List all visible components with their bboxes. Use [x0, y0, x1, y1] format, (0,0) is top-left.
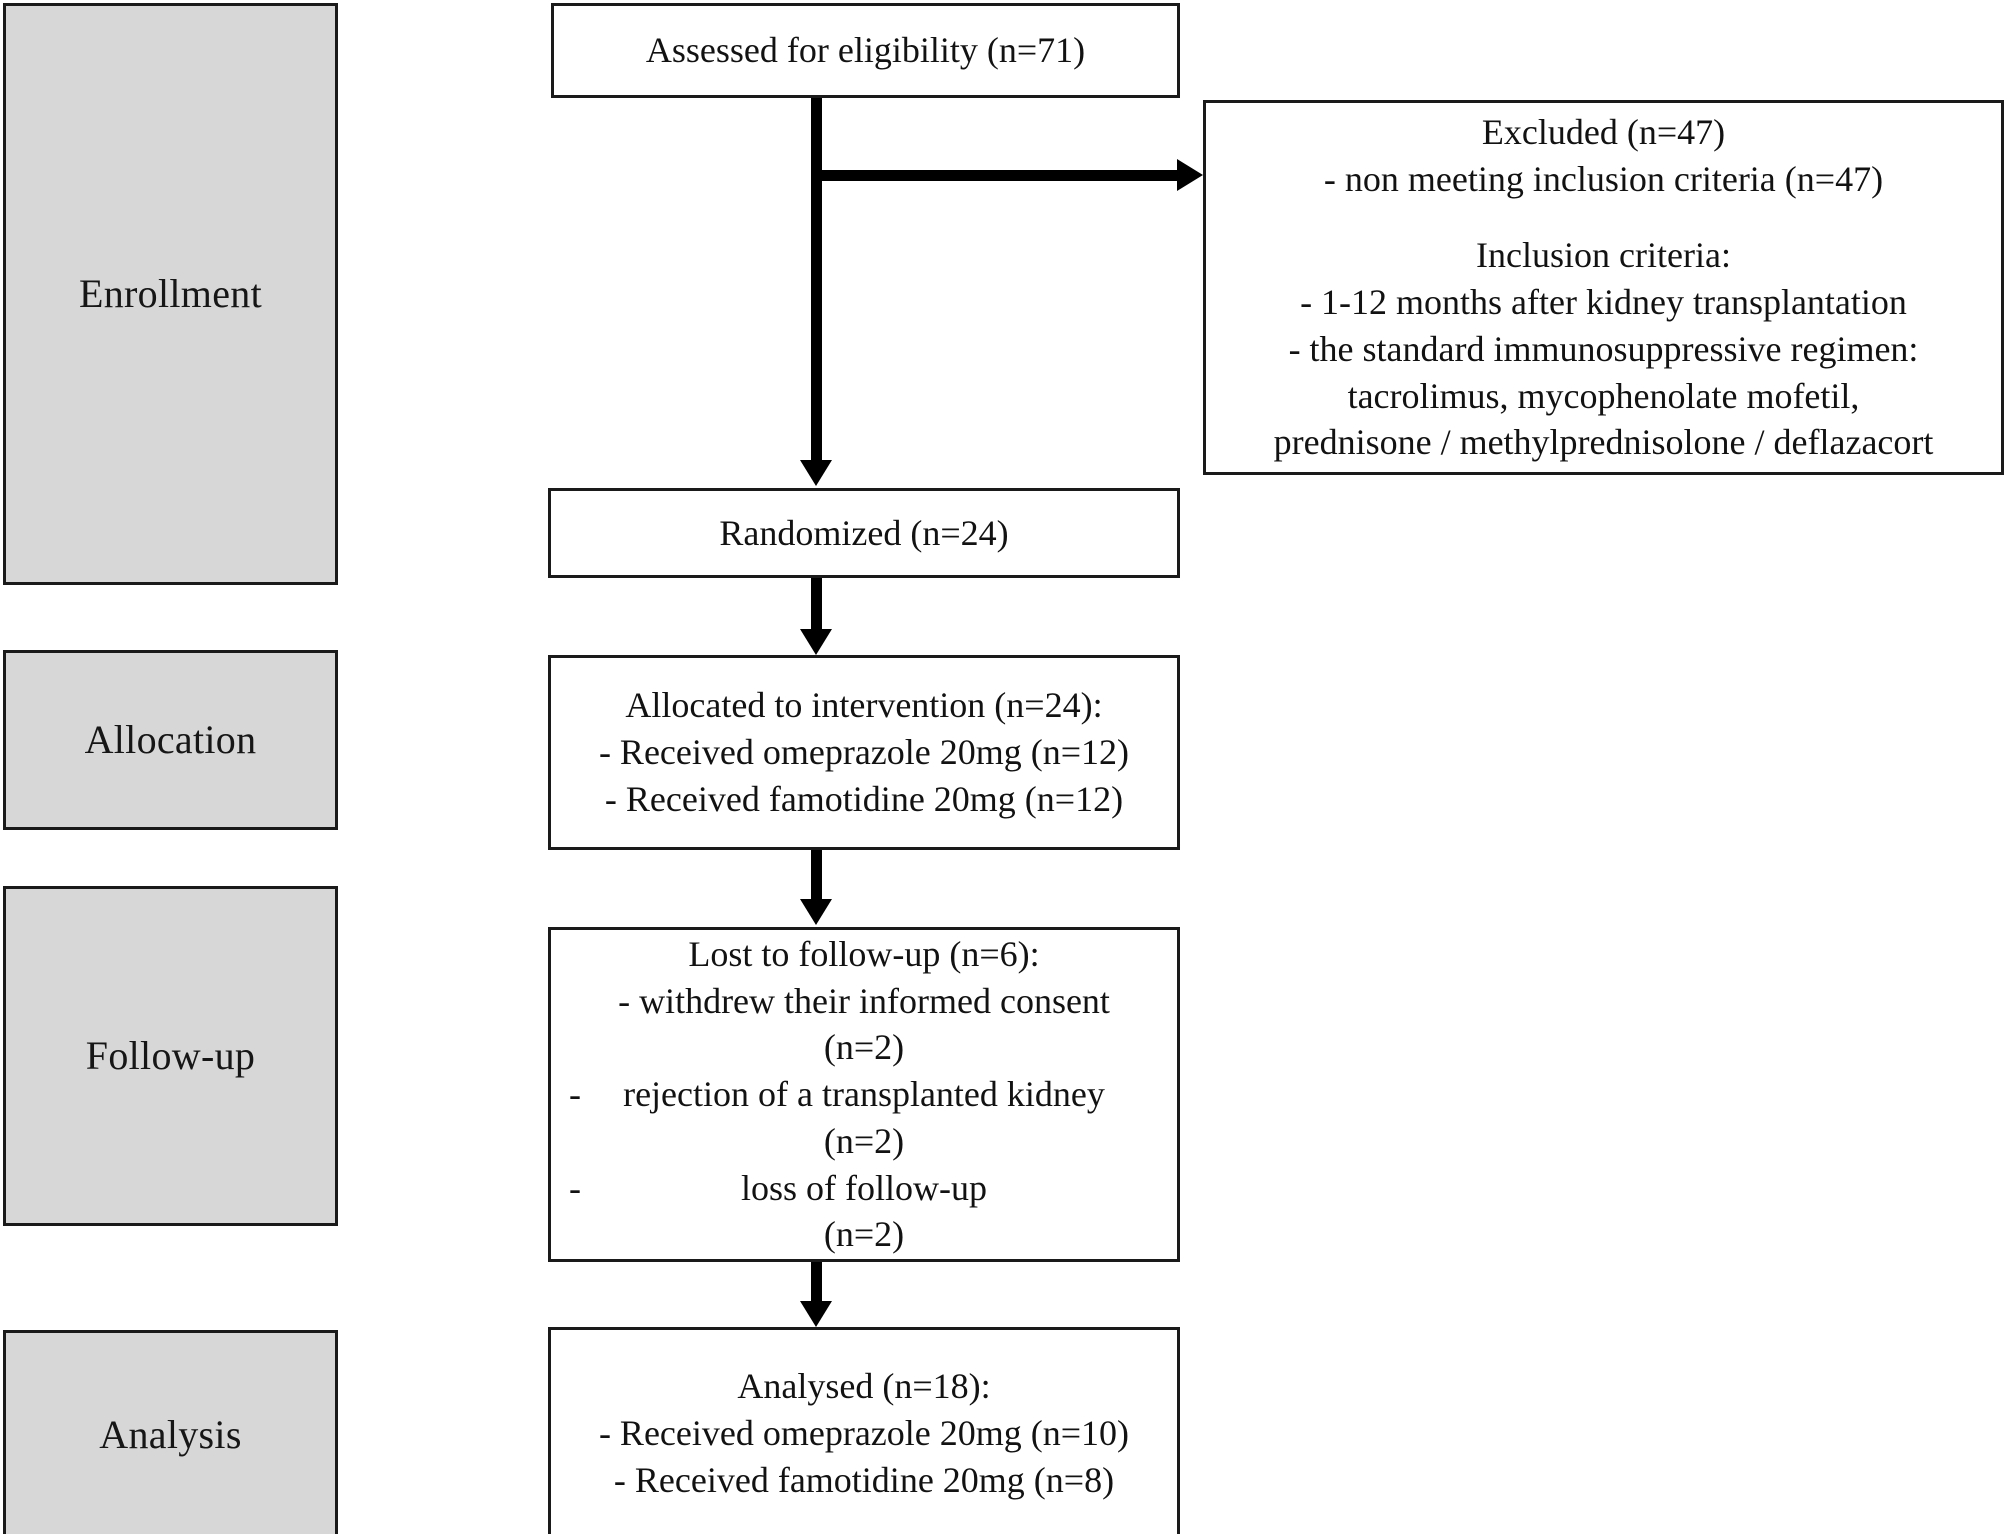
arrowhead-allocated-to-lost: [800, 899, 832, 925]
stage-box-allocation: Allocation: [3, 650, 338, 830]
excluded-line-6: - the standard immunosuppressive regimen…: [1288, 328, 1919, 369]
stage-box-enrollment: Enrollment: [3, 3, 338, 585]
excluded-line-8: prednisone / methylprednisolone / deflaz…: [1273, 422, 1934, 463]
connector-randomized-to-allocated: [811, 578, 822, 631]
allocated-line-3: - Received famotidine 20mg (n=12): [604, 778, 1124, 819]
randomized-line-1: Randomized (n=24): [719, 512, 1009, 553]
node-randomized: Randomized (n=24): [548, 488, 1180, 578]
lost-item-1-label: withdrew their informed consent: [639, 980, 1110, 1021]
excluded-line-5: - 1-12 months after kidney transplantati…: [1300, 282, 1907, 323]
stage-label-analysis: Analysis: [99, 1412, 242, 1457]
lost-item-2: - rejection of a transplanted kidney: [551, 1071, 1177, 1118]
excluded-line-7: tacrolimus, mycophenolate mofetil,: [1347, 375, 1860, 416]
node-assessed-for-eligibility: Assessed for eligibility (n=71): [551, 3, 1180, 98]
lost-item-3-label: loss of follow-up: [741, 1167, 987, 1208]
lost-item-2-dash: -: [569, 1074, 581, 1115]
node-allocated: Allocated to intervention (n=24): - Rece…: [548, 655, 1180, 850]
connector-lost-to-analysed: [811, 1262, 822, 1308]
lost-item-3: - loss of follow-up: [551, 1165, 1177, 1212]
stage-label-followup: Follow-up: [85, 1033, 256, 1078]
lost-item-1-dash: -: [618, 980, 631, 1021]
lost-item-2-count: (n=2): [823, 1120, 905, 1161]
lost-item-3-count: (n=2): [823, 1214, 905, 1255]
excluded-line-2: - non meeting inclusion criteria (n=47): [1323, 158, 1884, 199]
node-lost-to-followup: Lost to follow-up (n=6): - withdrew thei…: [548, 927, 1180, 1262]
analysed-line-2: - Received omeprazole 20mg (n=10): [598, 1413, 1130, 1454]
stage-box-followup: Follow-up: [3, 886, 338, 1226]
connector-assessed-to-randomized: [811, 98, 822, 462]
node-analysed: Analysed (n=18): - Received omeprazole 2…: [548, 1327, 1180, 1534]
lost-item-2-label: rejection of a transplanted kidney: [623, 1074, 1105, 1115]
analysed-line-1: Analysed (n=18):: [737, 1366, 991, 1407]
lost-item-3-dash: -: [569, 1167, 581, 1208]
arrowhead-assessed-to-randomized: [800, 460, 832, 486]
arrowhead-randomized-to-allocated: [800, 629, 832, 655]
stage-box-analysis: Analysis: [3, 1330, 338, 1534]
stage-label-enrollment: Enrollment: [79, 271, 262, 316]
lost-item-1-count: (n=2): [823, 1027, 905, 1068]
excluded-line-1: Excluded (n=47): [1481, 111, 1726, 152]
assessed-line-1: Assessed for eligibility (n=71): [645, 30, 1086, 71]
connector-allocated-to-lost: [811, 850, 822, 901]
analysed-line-3: - Received famotidine 20mg (n=8): [613, 1459, 1115, 1500]
arrowhead-lost-to-analysed: [800, 1301, 832, 1327]
allocated-line-1: Allocated to intervention (n=24):: [625, 685, 1103, 726]
lost-item-1-text: - withdrew their informed consent: [551, 978, 1177, 1025]
connector-assessed-to-excluded: [811, 170, 1179, 181]
node-excluded: Excluded (n=47) - non meeting inclusion …: [1203, 100, 2004, 475]
excluded-line-4: Inclusion criteria:: [1476, 235, 1731, 276]
arrowhead-assessed-to-excluded: [1177, 159, 1203, 191]
stage-label-allocation: Allocation: [84, 717, 257, 762]
lost-title: Lost to follow-up (n=6):: [688, 933, 1040, 974]
allocated-line-2: - Received omeprazole 20mg (n=12): [598, 732, 1130, 773]
